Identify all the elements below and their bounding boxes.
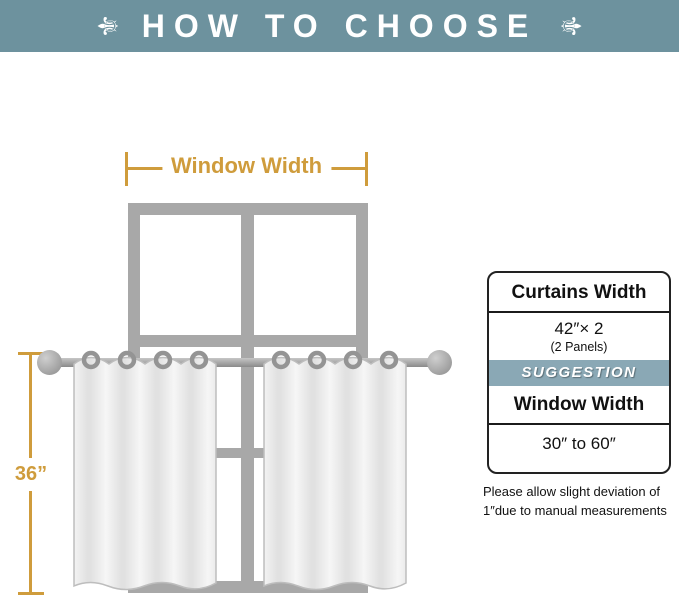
window-width-title: Window Width [513,394,645,415]
panels-count: (2 Panels) [550,340,608,354]
page-title: HOW TO CHOOSE [141,7,538,44]
curtain-panel-left [73,350,217,591]
window-width-measure: Window Width [125,152,368,186]
measure-tick-left [125,152,128,186]
measurement-note: Please allow slight deviation of 1″due t… [483,483,679,521]
fleur-de-lis-icon-right: ⚜ [554,13,586,39]
divider [489,423,669,425]
measure-tick-right [365,152,368,186]
spec-box: Curtains Width 42″× 2 (2 Panels) SUGGEST… [487,271,671,474]
height-label: 36” [13,458,49,491]
grommet-icons [81,350,209,370]
divider [489,311,669,313]
rod-finial-left [37,350,62,375]
window-mullion-lower [128,448,368,458]
curtains-width-value: 42″× 2 [554,319,604,338]
measure-tick-bottom [18,592,44,595]
window-width-value: 30″ to 60″ [542,434,616,453]
suggestion-badge: SUGGESTION [489,360,669,386]
window-mullion-center [241,203,254,593]
header-banner: ⚜ HOW TO CHOOSE ⚜ [0,0,679,52]
measure-tick-top [18,352,44,355]
grommet-icons [271,350,399,370]
curtain-rod [52,358,440,367]
window-width-label: Window Width [161,153,332,179]
measurement-note-line2: 1″due to manual measurements [483,502,667,518]
height-measure: 36” [13,352,49,595]
curtain-panel-right [263,350,407,591]
fleur-de-lis-icon-left: ⚜ [93,13,125,39]
rod-finial-right [427,350,452,375]
curtain-fabric [263,356,407,591]
window-mullion-upper [128,335,368,347]
curtains-width-title: Curtains Width [511,282,647,303]
curtain-fabric [73,356,217,591]
measurement-note-line1: Please allow slight deviation of [483,484,661,499]
